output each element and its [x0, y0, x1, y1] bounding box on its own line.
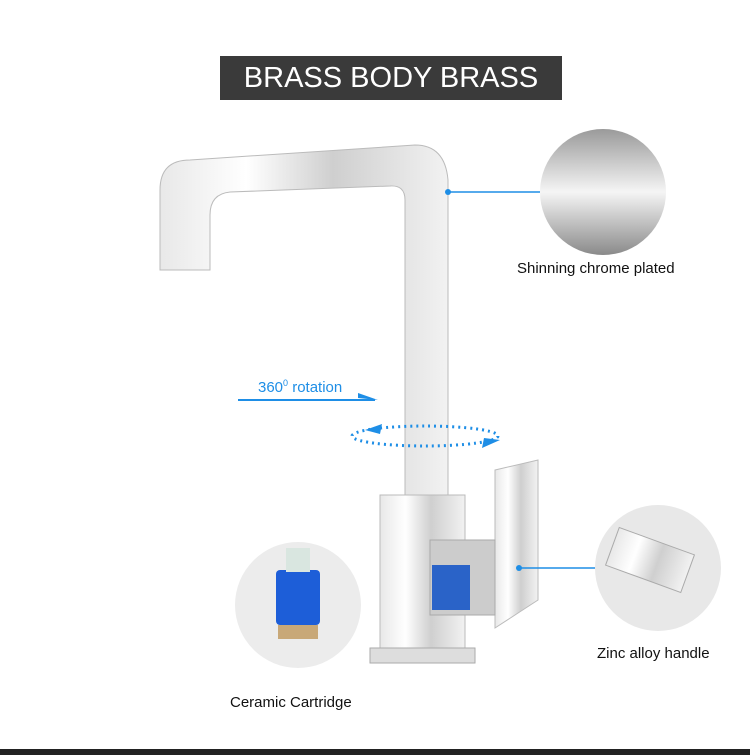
bottom-bar [0, 749, 750, 755]
cartridge-caption: Ceramic Cartridge [230, 694, 352, 711]
headline-banner: BRASS BODY BRASS TUBE [220, 56, 562, 138]
rotation-label: 3600 rotation [258, 378, 342, 396]
chrome-sample [540, 129, 666, 255]
handle-caption: Zinc alloy handle [597, 645, 710, 662]
rotation-sup: 0 [283, 378, 289, 388]
rotation-degrees: 360 [258, 379, 284, 396]
rotation-text: rotation [288, 379, 343, 396]
chrome-caption: Shinning chrome plated [517, 260, 675, 277]
